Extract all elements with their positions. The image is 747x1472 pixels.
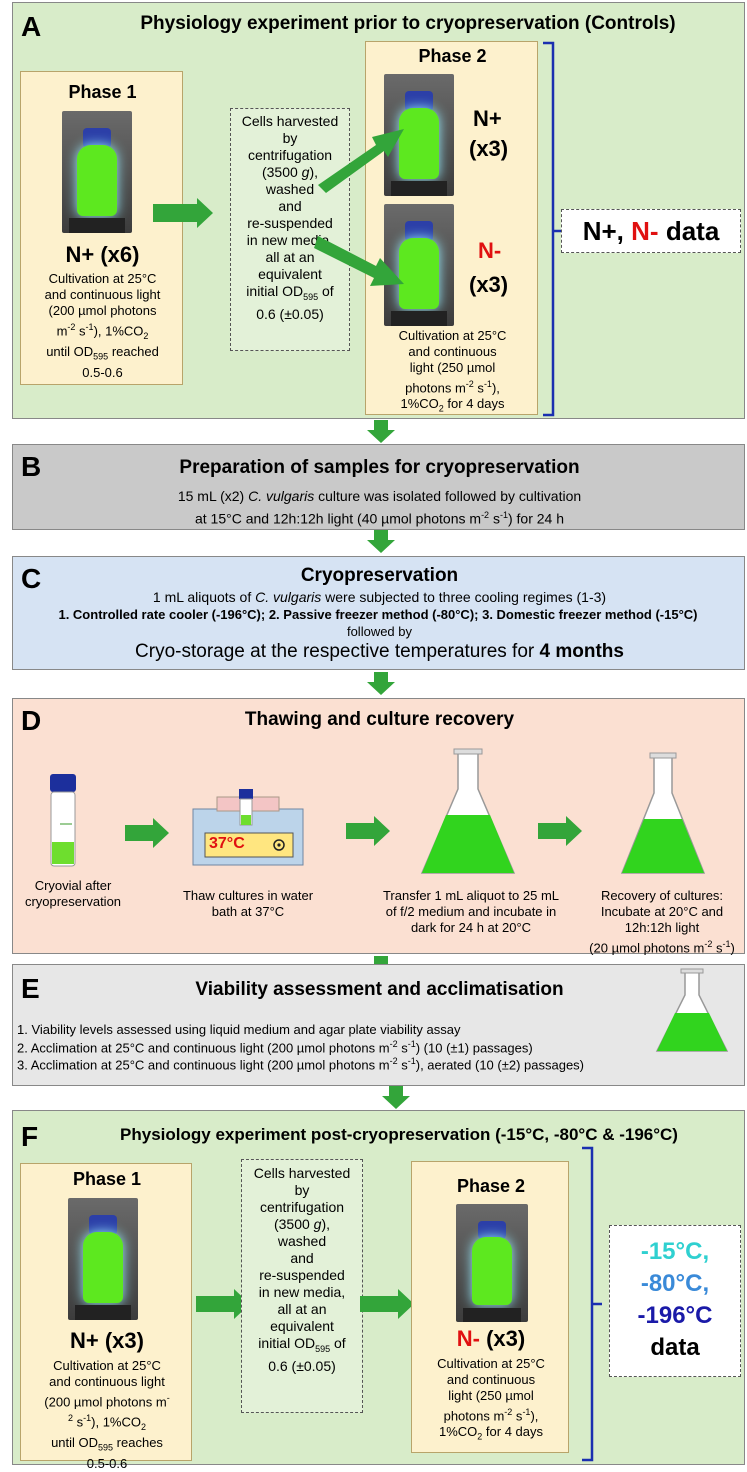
panel-letter: C [21, 563, 42, 594]
bioreactor-photo [68, 1198, 138, 1320]
panel-a: A Physiology experiment prior to cryopre… [12, 2, 745, 419]
panel-c: C Cryopreservation 1 mL aliquots of 1 mL… [12, 556, 745, 670]
panel-letter: E [21, 973, 40, 1004]
flask-icon [620, 752, 706, 874]
panel-title: Thawing and culture recovery [244, 709, 515, 730]
panel-title: Preparation of samples for cryopreservat… [179, 457, 580, 478]
panel-b: B Preparation of samples for cryopreserv… [12, 444, 745, 530]
list-item: 1. Viability levels assessed using liqui… [17, 1022, 461, 1037]
cryovial-icon [50, 774, 76, 867]
water-bath-icon [192, 789, 304, 866]
panel-e: E Viability assessment and acclimatisati… [12, 964, 745, 1086]
phase-label: Phase 1 [72, 1169, 142, 1189]
n-minus-label: N- [478, 238, 502, 263]
bioreactor-photo [384, 204, 454, 326]
bath-temp: 37°C [209, 835, 245, 852]
list-item: 3. Acclimation at 25°C and continuous li… [17, 1056, 585, 1073]
treatment-label: N+ (x6) [65, 242, 140, 267]
panel-letter: B [21, 451, 42, 482]
bracket [543, 41, 561, 417]
bioreactor-photo [456, 1204, 528, 1322]
list-item: 2. Acclimation at 25°C and continuous li… [17, 1039, 533, 1056]
cooling-regimes: 1. Controlled rate cooler (-196°C); 2. P… [58, 607, 698, 622]
panel-title: Cryopreservation [300, 565, 459, 586]
down-arrow [367, 672, 395, 695]
panel-text-line1: 1 mL aliquots of C. vulgaris were subjec… [152, 589, 607, 605]
panel-text-line3: followed by [346, 624, 413, 639]
down-arrow [367, 530, 395, 553]
panel-title: Physiology experiment prior to cryoprese… [140, 13, 676, 34]
arrow [346, 816, 390, 846]
panel-letter: A [21, 11, 42, 42]
arrow [314, 236, 404, 286]
treatment-label: N- (x3) [456, 1326, 526, 1351]
phase1-box: Phase 1 N+ (x6) Cultivation at 25°C and … [20, 71, 183, 385]
arrow [538, 816, 582, 846]
panel-title: Physiology experiment post-cryopreservat… [120, 1125, 678, 1144]
panel-letter: F [21, 1121, 39, 1152]
treatment-label: N+ (x3) [70, 1328, 144, 1353]
data-box: -15°C, -80°C, -196°C data [609, 1225, 741, 1377]
step-caption: Recovery of cultures:Incubate at 20°C an… [589, 888, 735, 956]
phase-description: Cultivation at 25°C and continuous light… [44, 271, 161, 380]
arrow [318, 129, 404, 193]
down-arrow [382, 1086, 410, 1109]
panel-text: 15 mL (x2) C. vulgaris culture was isola… [177, 488, 582, 527]
panel-title: Viability assessment and acclimatisation [195, 979, 564, 1000]
panel-d: D Thawing and culture recovery Cryovial … [12, 698, 745, 956]
n-plus-label: N+ [473, 106, 502, 131]
storage-text: Cryo-storage at the respective temperatu… [135, 641, 624, 662]
phase-label: Phase 2 [456, 1176, 526, 1196]
panel-letter: D [21, 705, 42, 736]
arrow [196, 1289, 250, 1319]
phase-label: Phase 1 [68, 82, 137, 102]
flask-icon [655, 968, 729, 1052]
down-arrow [367, 420, 395, 443]
arrow [360, 1289, 414, 1319]
phase-label: Phase 2 [418, 46, 487, 66]
bioreactor-photo [62, 111, 132, 233]
phase2-box: Phase 2 N+ (x3) N- (x3) Cultivation at 2… [365, 41, 538, 415]
arrow [153, 198, 213, 228]
data-box: N+, N- data [561, 209, 741, 253]
n-plus-count: (x3) [469, 136, 509, 161]
panel-f: F Physiology experiment post-cryopreserv… [12, 1110, 745, 1471]
n-minus-count: (x3) [469, 272, 509, 297]
bracket [582, 1146, 602, 1462]
arrow [125, 818, 169, 848]
flask-icon [420, 748, 516, 874]
